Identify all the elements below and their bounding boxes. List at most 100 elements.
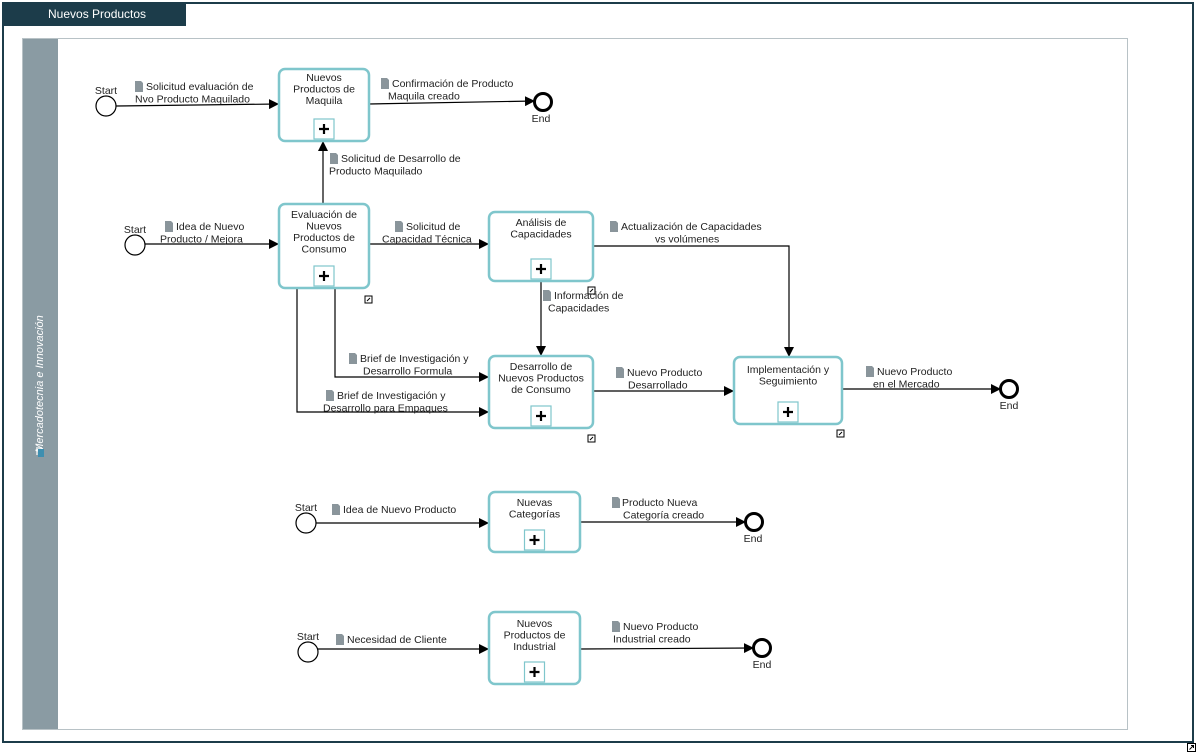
task-label-industrial-line: Industrial xyxy=(513,641,556,653)
task-label-evaluacion-line: Evaluación de xyxy=(291,209,357,221)
task-label-maquila-line: Nuevos xyxy=(306,72,342,84)
task-analisis[interactable] xyxy=(487,210,595,283)
task-desarrollo[interactable] xyxy=(487,354,595,430)
start-event[interactable] xyxy=(95,95,117,117)
end-event[interactable] xyxy=(999,379,1019,399)
link-icon[interactable] xyxy=(364,295,373,304)
task-implementacion[interactable] xyxy=(732,355,844,426)
flow-label-line: Nuevo Producto xyxy=(623,621,698,633)
flow-label-line: Brief de Investigación y xyxy=(360,353,469,365)
plus-icon[interactable] xyxy=(777,401,799,423)
flow-label-line: Capacidades xyxy=(548,303,609,315)
flow-label-line: Industrial creado xyxy=(613,634,691,646)
task-label-industrial-line: Nuevos xyxy=(517,618,553,630)
end-label: End xyxy=(1000,400,1019,412)
task-industrial[interactable] xyxy=(487,610,582,686)
sequence-flow[interactable] xyxy=(334,288,489,382)
start-label: Start xyxy=(124,224,146,236)
end-event[interactable] xyxy=(752,638,772,658)
flow-label-line: Desarrollo Formula xyxy=(363,366,452,378)
flow-label-line: en el Mercado xyxy=(873,379,940,391)
link-icon[interactable] xyxy=(836,429,845,438)
flow-label-line: Confirmación de Producto xyxy=(392,78,514,90)
task-label-evaluacion-line: Consumo xyxy=(302,244,347,256)
flow-label-line: Solicitud de xyxy=(406,221,460,233)
end-label: End xyxy=(744,533,763,545)
flow-label-line: Necesidad de Cliente xyxy=(347,634,447,646)
flow-label-line: Nuevo Producto xyxy=(877,366,952,378)
end-label: End xyxy=(532,113,551,125)
sequence-flow[interactable] xyxy=(593,245,794,357)
task-evaluacion[interactable] xyxy=(277,202,371,290)
task-label-implementacion-line: Seguimiento xyxy=(759,376,818,388)
flow-label-line: Nvo Producto Maquilado xyxy=(135,94,250,106)
task-label-categorias-line: Categorías xyxy=(509,509,560,521)
plus-icon[interactable] xyxy=(523,529,546,551)
flow-label-line: Actualización de Capacidades xyxy=(621,221,762,233)
sequence-flow[interactable] xyxy=(368,96,535,107)
flow-label-line: Solicitud evaluación de xyxy=(146,81,254,93)
document-icon xyxy=(165,221,173,232)
plus-icon[interactable] xyxy=(530,258,552,280)
flow-label-line: Desarrollo para Empaques xyxy=(323,403,448,415)
flow-label-line: Brief de Investigación y xyxy=(337,390,446,402)
lane-icon xyxy=(36,447,44,457)
document-icon xyxy=(616,367,624,378)
link-icon[interactable] xyxy=(587,434,596,443)
task-label-desarrollo-line: Desarrollo de xyxy=(510,361,573,373)
document-icon xyxy=(135,81,143,92)
flow-label: Idea de Nuevo Producto xyxy=(343,504,456,516)
sequence-flow[interactable] xyxy=(115,99,279,110)
document-icon xyxy=(543,290,551,301)
lane-header xyxy=(23,39,58,729)
link-icon[interactable] xyxy=(587,286,596,295)
flow-label-line: Categoría creado xyxy=(623,510,704,522)
end-event[interactable] xyxy=(744,512,764,532)
start-event[interactable] xyxy=(124,234,146,256)
sequence-flow[interactable] xyxy=(296,288,489,417)
diagram-tab[interactable]: Nuevos Productos xyxy=(2,2,186,26)
start-event[interactable] xyxy=(297,641,319,663)
document-icon xyxy=(336,634,344,645)
document-icon xyxy=(866,366,874,377)
document-icon xyxy=(612,621,620,632)
flow-label-line: Información de xyxy=(554,290,624,302)
link-icon[interactable] xyxy=(1187,743,1196,752)
plus-icon[interactable] xyxy=(313,118,335,140)
plus-icon[interactable] xyxy=(523,661,546,683)
task-label-analisis-line: Análisis de xyxy=(516,217,567,229)
flow-label-line: Idea de Nuevo Producto xyxy=(343,504,456,516)
task-label-evaluacion-line: Nuevos xyxy=(306,221,342,233)
task-label-desarrollo-line: de Consumo xyxy=(511,384,571,396)
task-maquila[interactable] xyxy=(277,67,371,143)
task-label-desarrollo-line: Nuevos Productos xyxy=(498,373,584,385)
flow-label-line: Nuevo Producto xyxy=(627,367,702,379)
end-label: End xyxy=(753,659,772,671)
flow-label-line: Desarrollado xyxy=(628,380,688,392)
plus-icon[interactable] xyxy=(313,265,335,287)
task-label-implementacion-line: Implementación y xyxy=(747,364,830,376)
sequence-flow[interactable] xyxy=(579,643,754,654)
task-label-analisis-line: Capacidades xyxy=(510,229,571,241)
task-label-industrial-line: Productos de xyxy=(504,630,566,642)
plus-icon[interactable] xyxy=(530,405,552,427)
task-categorias[interactable] xyxy=(487,490,582,554)
document-icon xyxy=(330,153,338,164)
start-event[interactable] xyxy=(295,512,317,534)
end-event[interactable] xyxy=(533,92,553,112)
